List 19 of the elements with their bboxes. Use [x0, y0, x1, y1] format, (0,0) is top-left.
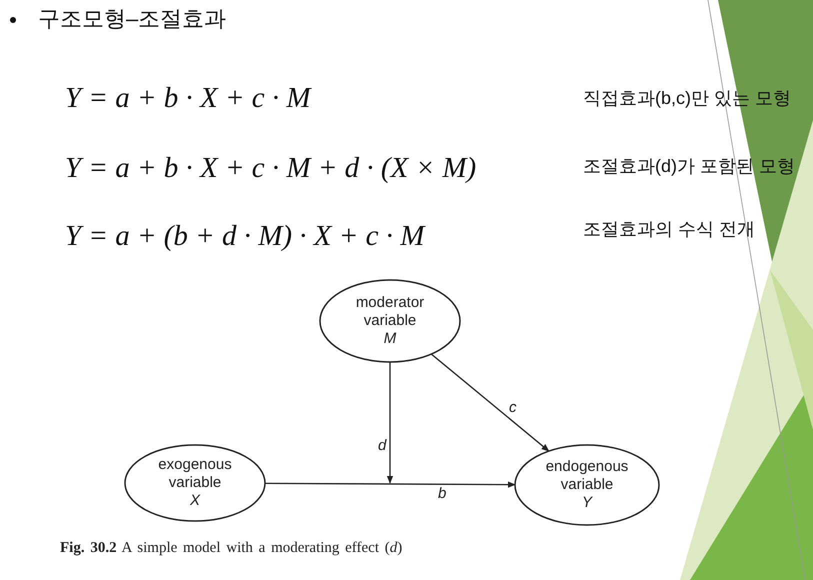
variable-ellipse: [123, 443, 267, 523]
variable-ellipse: [513, 443, 661, 527]
variable-symbol: M: [382, 330, 398, 348]
note-text: 조절효과(d)가 포함된 모형: [583, 155, 796, 178]
node-label: exogenous variable: [157, 456, 233, 492]
arrow: [265, 481, 516, 488]
node-label: endogenous variable: [544, 458, 630, 494]
equation: Y = a + b · X + c · M + d · (X × M): [65, 152, 476, 185]
arrow: [386, 362, 394, 484]
note-text: 조절효과의 수식 전개: [583, 218, 756, 241]
variable-symbol: Y: [580, 494, 594, 512]
slide-title: 구조모형–조절효과: [38, 5, 226, 33]
equation: Y = a + b · X + c · M: [65, 82, 311, 115]
equation: Y = a + (b + d · M) · X + c · M: [65, 220, 424, 253]
arrow: [430, 354, 550, 452]
figure-caption: Fig. 30.2 A simple model with a moderating effect (d): [60, 540, 402, 557]
node-label: moderator variable: [354, 294, 426, 330]
variable-ellipse: [318, 278, 462, 364]
variable-symbol: X: [188, 492, 202, 510]
